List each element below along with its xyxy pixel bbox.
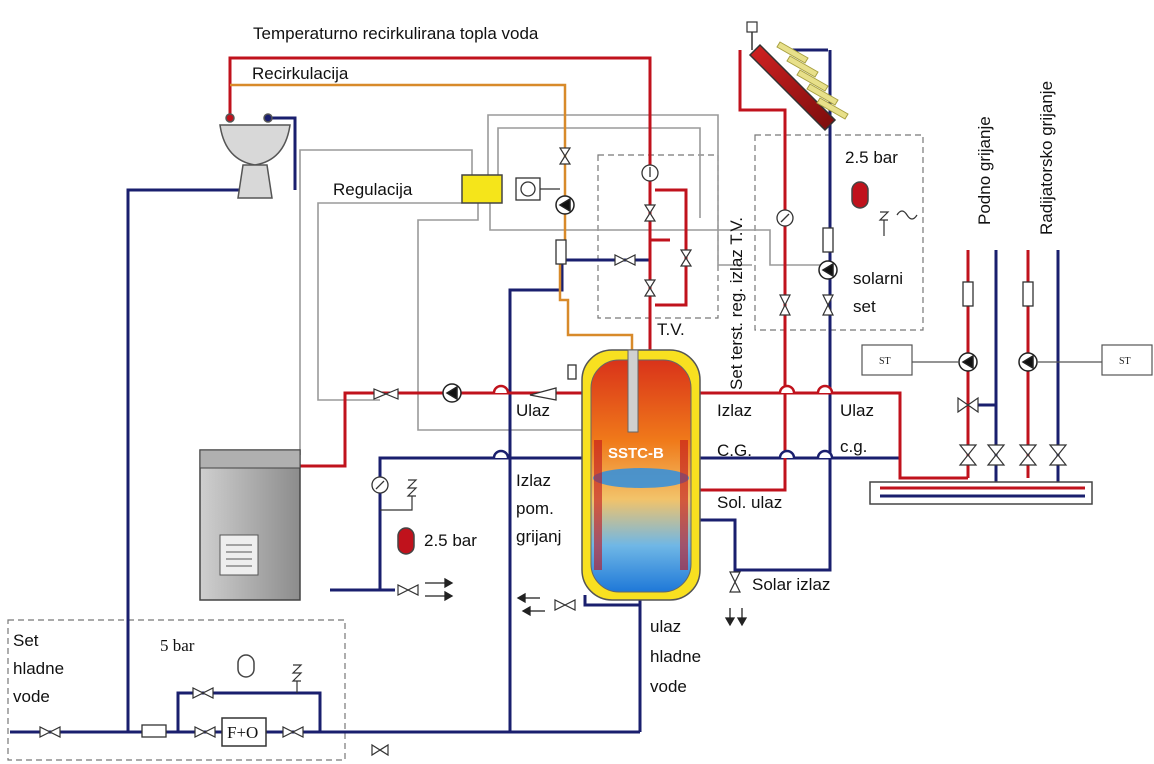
controller-unit	[461, 174, 503, 204]
control-wires	[299, 114, 828, 455]
mixing-valve-motor	[515, 177, 560, 201]
recirculation-pump-icon	[555, 195, 575, 215]
label-cold-inlet-2: hladne	[650, 647, 701, 666]
solar-pump-icon	[818, 260, 838, 280]
label-inlet-cg-2: c.g.	[840, 437, 867, 456]
solar-expansion-vessel	[851, 181, 869, 209]
label-cold-set-1: Set	[13, 631, 39, 650]
storage-tank: SSTC-B	[581, 349, 701, 601]
solar-collector	[746, 21, 849, 132]
label-outlet-cg-1: Izlaz	[717, 401, 752, 420]
label-radiator-heating: Radijatorsko grijanje	[1037, 81, 1056, 235]
distribution-header	[869, 481, 1093, 505]
label-solar-inlet: Sol. ulaz	[717, 493, 782, 512]
label-inlet: Ulaz	[516, 401, 550, 420]
tank-name: SSTC-B	[608, 445, 664, 462]
label-outlet-cg-2: C.G.	[717, 441, 752, 460]
label-solar-set-1: solarni	[853, 269, 903, 288]
gauges	[371, 164, 794, 494]
label-pressure-cold: 5 bar	[160, 636, 195, 655]
label-pressure-solar: 2.5 bar	[845, 148, 898, 167]
label-cold-set-2: hladne	[13, 659, 64, 678]
boiler	[199, 449, 301, 601]
washbasin	[219, 113, 291, 199]
label-pressure-boiler: 2.5 bar	[424, 531, 477, 550]
cold-water-set-box	[7, 619, 346, 761]
label-cold-set-3: vode	[13, 687, 50, 706]
sun-rays	[776, 41, 849, 120]
drain-arrows	[425, 577, 748, 627]
label-set-reg-outlet: Set terst. reg. izlaz T.V.	[727, 217, 746, 390]
label-solar-outlet: Solar izlaz	[752, 575, 830, 594]
label-aux-outlet-2: pom.	[516, 499, 554, 518]
filter-unit: F+O	[221, 717, 267, 747]
floor-pump-icon	[958, 352, 978, 372]
radiator-pump-icon	[1018, 352, 1038, 372]
filter-box-label: F+O	[227, 723, 258, 742]
inline-filters	[141, 227, 1034, 738]
st-right: ST	[1119, 356, 1131, 367]
label-recirculated-hot-water: Temperaturno recirkulirana topla voda	[253, 24, 539, 43]
expansion-vessels	[237, 181, 869, 678]
boiler-pump-icon	[442, 383, 462, 403]
label-tv: T.V.	[657, 320, 685, 339]
labels: Temperaturno recirkulirana topla voda Re…	[13, 24, 1056, 706]
boiler-expansion-vessel	[397, 527, 415, 555]
label-solar-set-2: set	[853, 297, 876, 316]
valves	[39, 147, 1068, 757]
label-regulation: Regulacija	[333, 180, 413, 199]
solar-set-box	[754, 134, 924, 331]
cold-expansion-vessel	[237, 654, 255, 678]
label-floor-heating: Podno grijanje	[975, 116, 994, 225]
label-cold-inlet-3: vode	[650, 677, 687, 696]
recirculation-pipe	[230, 83, 634, 350]
st-boxes: ST ST	[861, 344, 1153, 376]
label-cold-inlet-1: ulaz	[650, 617, 681, 636]
cold-pipes	[10, 48, 1085, 734]
label-aux-outlet-3: grijanj	[516, 527, 561, 546]
pumps	[442, 195, 1038, 403]
safety-valves	[291, 210, 918, 693]
label-recirculation: Recirkulacija	[252, 64, 349, 83]
label-aux-outlet-1: Izlaz	[516, 471, 551, 490]
pipe-bridges-cold	[492, 449, 834, 459]
pipe-bridges	[492, 384, 834, 394]
label-inlet-cg-1: Ulaz	[840, 401, 874, 420]
st-left: ST	[879, 356, 891, 367]
